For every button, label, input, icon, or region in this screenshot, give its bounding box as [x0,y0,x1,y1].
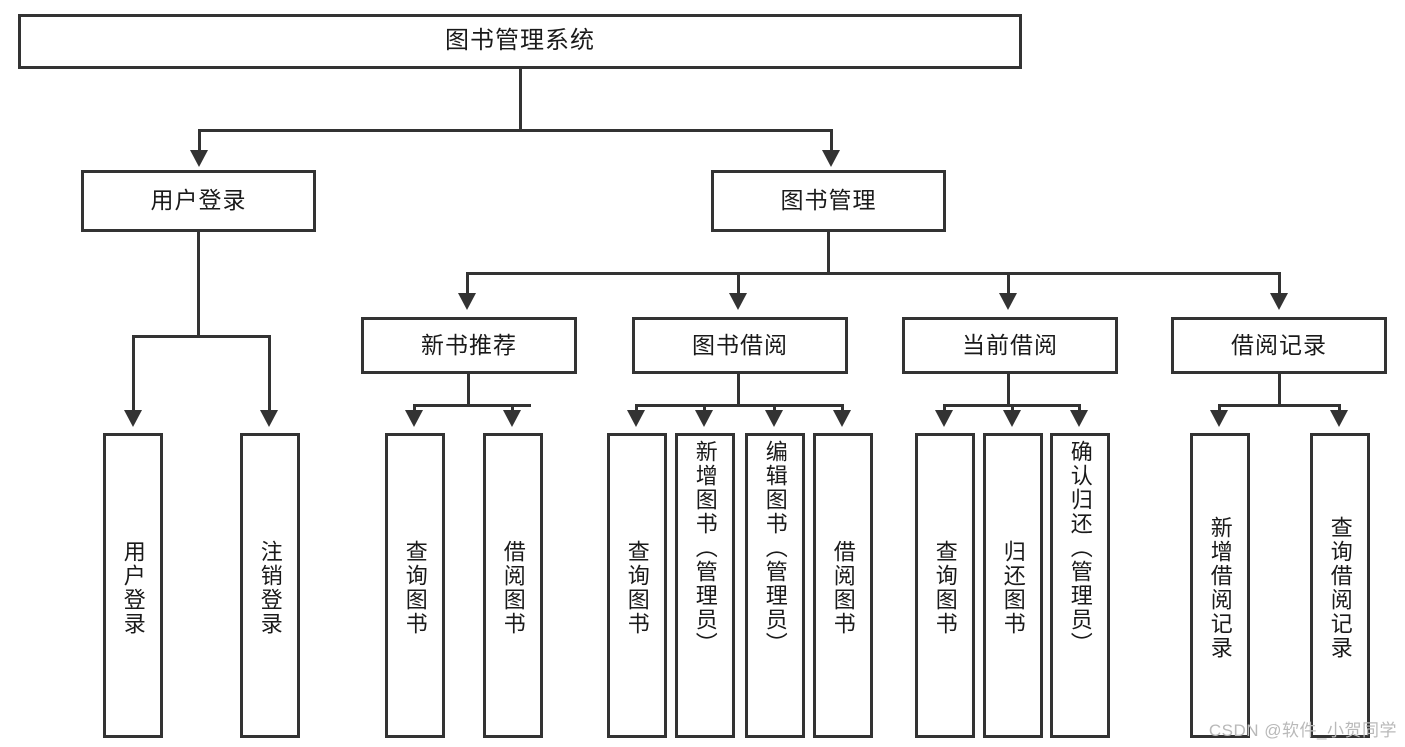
leaf-query-book-3[interactable]: 查询图书 [915,433,975,738]
edge-bb-drop-1 [635,404,638,414]
arrow-to-user-login [190,150,208,167]
edge-bm-drop-4 [1278,272,1281,297]
edge-nbr-drop-2 [511,404,514,414]
leaf-borrow-book-1[interactable]: 借阅图书 [483,433,543,738]
node-root-book-management-system[interactable]: 图书管理系统 [18,14,1022,69]
edge-root-to-user-login [198,129,201,154]
edge-cb-drop-1 [943,404,946,414]
leaf-confirm-return[interactable]: 确认归还（管理员） [1050,433,1110,738]
leaf-query-book-2[interactable]: 查询图书 [607,433,667,738]
edge-cb-drop-2 [1011,404,1014,414]
edge-bb-drop-2 [703,404,706,414]
edge-book-management-bus [466,272,1281,275]
edge-root-to-book-management [830,129,833,154]
arrow-to-new-book-recommend [458,293,476,310]
leaf-user-login[interactable]: 用户登录 [103,433,163,738]
node-current-borrow[interactable]: 当前借阅 [902,317,1118,374]
leaf-edit-book[interactable]: 编辑图书（管理员） [745,433,805,738]
leaf-borrow-book-2[interactable]: 借阅图书 [813,433,873,738]
edge-br-bus [1218,404,1341,407]
edge-br-stem [1278,374,1281,406]
edge-book-management-stem [827,232,830,274]
arrow-leaf-confirm-return [1070,410,1088,427]
edge-bb-drop-4 [841,404,844,414]
arrow-leaf-borrow-book-1 [503,410,521,427]
edge-nbr-bus [413,404,531,407]
csdn-watermark: CSDN @软件_小贺同学 [1208,721,1397,740]
leaf-query-book-1[interactable]: 查询图书 [385,433,445,738]
edge-user-login-bus [132,335,271,338]
leaf-return-book[interactable]: 归还图书 [983,433,1043,738]
edge-user-login-drop-1 [132,335,135,414]
arrow-to-book-borrow [729,293,747,310]
edge-cb-drop-3 [1078,404,1081,414]
edge-nbr-stem [467,374,470,406]
arrow-leaf-query-book-3 [935,410,953,427]
arrow-leaf-query-book-1 [405,410,423,427]
edge-br-drop-1 [1218,404,1221,414]
node-new-book-recommend[interactable]: 新书推荐 [361,317,577,374]
node-user-login[interactable]: 用户登录 [81,170,316,232]
arrow-leaf-logout-login [260,410,278,427]
arrow-to-current-borrow [999,293,1017,310]
edge-bb-drop-3 [773,404,776,414]
arrow-leaf-query-record [1330,410,1348,427]
edge-root-bus [198,129,833,132]
arrow-leaf-add-record [1210,410,1228,427]
arrow-leaf-user-login [124,410,142,427]
leaf-add-book[interactable]: 新增图书（管理员） [675,433,735,738]
edge-bm-drop-1 [466,272,469,297]
node-book-management[interactable]: 图书管理 [711,170,946,232]
edge-user-login-stem [197,232,200,335]
edge-br-drop-2 [1338,404,1341,414]
arrow-to-borrow-record [1270,293,1288,310]
edge-user-login-drop-2 [268,335,271,414]
edge-cb-stem [1007,374,1010,406]
arrow-leaf-edit-book [765,410,783,427]
leaf-query-record[interactable]: 查询借阅记录 [1310,433,1370,738]
edge-nbr-drop-1 [413,404,416,414]
node-borrow-record[interactable]: 借阅记录 [1171,317,1387,374]
edge-bm-drop-3 [1007,272,1010,297]
edge-bm-drop-2 [737,272,740,297]
edge-bb-stem [737,374,740,406]
node-book-borrow[interactable]: 图书借阅 [632,317,848,374]
arrow-leaf-borrow-book-2 [833,410,851,427]
arrow-leaf-add-book [695,410,713,427]
edge-bb-bus [635,404,843,407]
arrow-to-book-management [822,150,840,167]
arrow-leaf-query-book-2 [627,410,645,427]
leaf-logout-login[interactable]: 注销登录 [240,433,300,738]
edge-root-stem [519,69,522,129]
leaf-add-record[interactable]: 新增借阅记录 [1190,433,1250,738]
arrow-leaf-return-book [1003,410,1021,427]
